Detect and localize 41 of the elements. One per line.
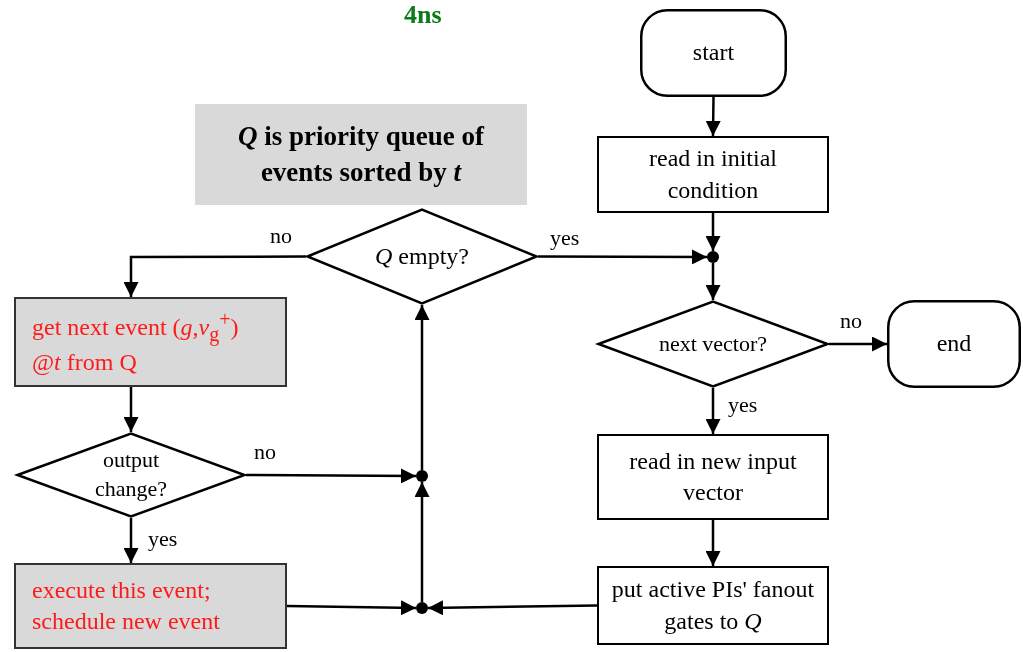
decision-diamond bbox=[306, 208, 538, 305]
decision-diamond bbox=[597, 300, 829, 388]
node-label: put active PIs' fanout gates to Q bbox=[610, 575, 816, 636]
junction-dot bbox=[416, 470, 428, 482]
note-box bbox=[195, 104, 527, 205]
node-label: read in initial condition bbox=[648, 144, 778, 205]
timing-note: 4ns bbox=[404, 0, 442, 30]
node-label: Q empty? bbox=[375, 241, 469, 271]
arrow bbox=[705, 520, 721, 566]
node-label: read in new input vector bbox=[628, 446, 798, 507]
arrow bbox=[414, 305, 430, 470]
arrow bbox=[705, 388, 721, 434]
terminal-shape bbox=[640, 9, 787, 97]
node-label: get next event (g,v$_{g}$$^{+}$) @t from Q bbox=[32, 307, 240, 377]
arrow bbox=[829, 336, 887, 352]
node-label: output change? bbox=[93, 446, 169, 503]
arrow bbox=[414, 482, 430, 602]
arrow bbox=[428, 600, 597, 616]
process-box bbox=[597, 566, 829, 645]
arrow bbox=[705, 263, 721, 300]
decision-diamond bbox=[16, 432, 246, 518]
process-box bbox=[597, 136, 829, 213]
arrow bbox=[246, 468, 416, 484]
arrow bbox=[123, 387, 139, 432]
arrow bbox=[705, 213, 721, 251]
node-label: end bbox=[936, 329, 972, 359]
note-text: Q is priority queue of events sorted by t bbox=[237, 120, 486, 189]
process-box bbox=[14, 563, 287, 649]
node-label: start bbox=[692, 38, 735, 68]
arrow bbox=[123, 255, 306, 297]
junction-dot bbox=[416, 602, 428, 614]
process-box bbox=[597, 434, 829, 520]
node-label: next vector? bbox=[658, 329, 768, 358]
arrow bbox=[538, 249, 707, 265]
terminal-shape bbox=[887, 300, 1021, 388]
arrow bbox=[286, 600, 417, 616]
arrow bbox=[705, 97, 721, 136]
arrow bbox=[123, 518, 139, 563]
junction-dot bbox=[707, 251, 719, 263]
process-box bbox=[14, 297, 287, 387]
node-label: execute this event; schedule new event bbox=[32, 575, 221, 636]
